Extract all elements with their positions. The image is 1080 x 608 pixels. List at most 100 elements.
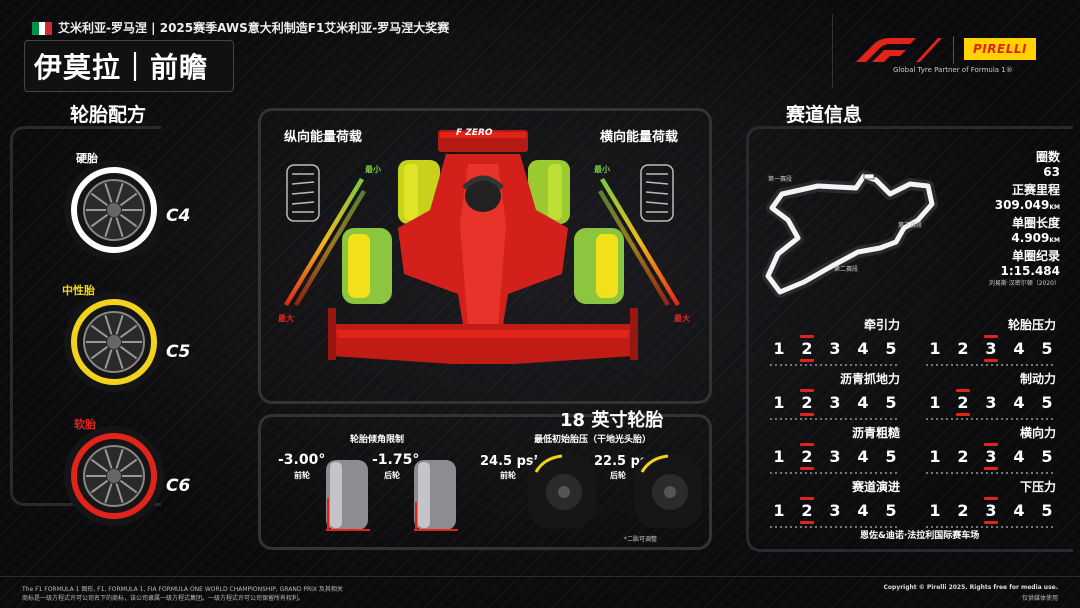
sector-1-label: 第一赛段 [768, 176, 793, 183]
metric-scale-value: 5 [1041, 339, 1053, 358]
partner-text: Global Tyre Partner of Formula 1® [893, 66, 1013, 74]
metric-title: 沥青粗糙 [851, 426, 900, 440]
footer-copyright: Copyright © Pirelli 2025. Rights free fo… [883, 584, 1058, 591]
sector-3-label: 第三赛段 [898, 222, 923, 229]
flag-stripe-white [38, 22, 46, 35]
f1-logo-icon [856, 38, 942, 62]
metric-divider [926, 364, 1056, 366]
metric-scale-value: 5 [885, 501, 897, 520]
metric-scale-value: 1 [773, 339, 785, 358]
logo-divider [953, 36, 954, 64]
metric-scale-value: 3 [982, 497, 1000, 524]
metric-scale-value: 2 [957, 339, 969, 358]
lap-length-number: 4.909 [1011, 231, 1050, 245]
metric-scale-value: 4 [857, 339, 869, 358]
metric-scale-value: 5 [1041, 501, 1053, 520]
metric-scale-value: 3 [829, 501, 841, 520]
metric-scale-value: 4 [1013, 393, 1025, 412]
metric-scale-value: 2 [798, 497, 816, 524]
metric-scale-value: 3 [829, 339, 841, 358]
rear-tyre-side-icon [634, 454, 702, 528]
metric-scale-value: 3 [829, 393, 841, 412]
sector-2-label: 第二赛段 [834, 266, 859, 273]
race-title: 艾米利亚-罗马涅 | 2025赛季AWS意大利制造F1艾米利亚-罗马涅大奖赛 [58, 21, 450, 35]
laps-value: 63 [1043, 165, 1060, 179]
metric-divider [926, 526, 1056, 528]
rear-camber-label: 后轮 [384, 471, 400, 480]
metric-scale-value: 4 [857, 501, 869, 520]
metric-scale-value: 4 [1013, 501, 1025, 520]
compound-label: C5 [166, 342, 191, 362]
footer-divider [0, 576, 1080, 577]
left-min-label: 最小 [365, 165, 381, 174]
metric-title: 轮胎压力 [1007, 318, 1056, 332]
compound-label: C4 [166, 206, 191, 226]
soft-tyre-icon [64, 426, 164, 526]
track-heading: 赛道信息 [786, 104, 863, 126]
metric-scale-value: 3 [982, 335, 1000, 362]
metric-scale-value: 1 [929, 501, 941, 520]
tyre-label: 软胎 [74, 418, 96, 431]
metric-scale-value: 1 [929, 447, 941, 466]
rear-camber-tyre-icon [414, 460, 458, 531]
title-box [24, 40, 234, 92]
metric-divider [770, 418, 900, 420]
metric-scale-value: 4 [1013, 339, 1025, 358]
metric-title: 制动力 [1019, 372, 1056, 386]
metric-divider [770, 526, 900, 528]
metric-scale-value: 4 [857, 447, 869, 466]
lower-frame [258, 414, 712, 550]
footer-legal-2: 商标是一级方程式许可公司名下的商标，该公司隶属一级方程式集团。一级方程式许可公司… [22, 595, 305, 602]
tyre-label: 硬胎 [76, 152, 98, 165]
pirelli-logo: PIRELLI [964, 38, 1036, 60]
lateral-scale [598, 178, 680, 306]
right-max-label: 最大 [674, 314, 690, 323]
lap-length-unit: KM [1049, 237, 1060, 244]
track-frame [746, 126, 1073, 552]
metric-scale-value: 3 [829, 447, 841, 466]
metric-scale-value: 3 [982, 443, 1000, 470]
track-stats: 圈数 63 正赛里程 309.049KM 单圈长度 4.909KM 单圈纪录 1… [920, 148, 1060, 287]
metric-scale-value: 2 [957, 447, 969, 466]
metric-divider [770, 364, 900, 366]
footer-media: 仅供媒体使用 [1021, 595, 1058, 602]
italy-flag-icon [32, 22, 53, 35]
metric-title: 牵引力 [863, 318, 900, 332]
metric-scale-value: 2 [798, 443, 816, 470]
distance-label: 正赛里程 [1011, 183, 1060, 197]
page-title: 伊莫拉｜前瞻 [34, 51, 209, 84]
front-camber-label: 前轮 [294, 471, 310, 480]
lap-record-holder: 刘易斯·汉密尔顿（2020） [988, 280, 1060, 287]
front-camber-tyre-icon [326, 460, 370, 531]
tyre-medium: 中性胎 C5 [60, 282, 200, 392]
circuit-name: 恩佐&迪诺·法拉利国际赛车场 [860, 531, 980, 541]
metric-scale-value: 2 [798, 335, 816, 362]
rear-camber-value: -1.75° [372, 452, 420, 468]
pressure-title: 最低初始胎压（干地光头胎） [534, 435, 652, 445]
metric-title: 沥青抓地力 [839, 372, 900, 386]
tread-left-icon [286, 164, 320, 222]
lap-record-value: 1:15.484 [1000, 264, 1060, 278]
lap-length-value: 4.909KM [920, 231, 1060, 245]
metric-scale-value: 5 [885, 393, 897, 412]
distance-value: 309.049KM [920, 198, 1060, 212]
metric-scale-value: 1 [773, 447, 785, 466]
distance-unit: KM [1049, 204, 1060, 211]
circuit-map [762, 170, 938, 298]
medium-tyre-icon [64, 292, 164, 392]
lateral-energy-label: 横向能量荷载 [600, 130, 679, 145]
metric-scale-value: 4 [1013, 447, 1025, 466]
compound-label: C6 [166, 476, 191, 496]
metric-scale-value: 5 [885, 447, 897, 466]
metric-scale-value: 2 [798, 389, 816, 416]
metric-scale-value: 1 [929, 393, 941, 412]
